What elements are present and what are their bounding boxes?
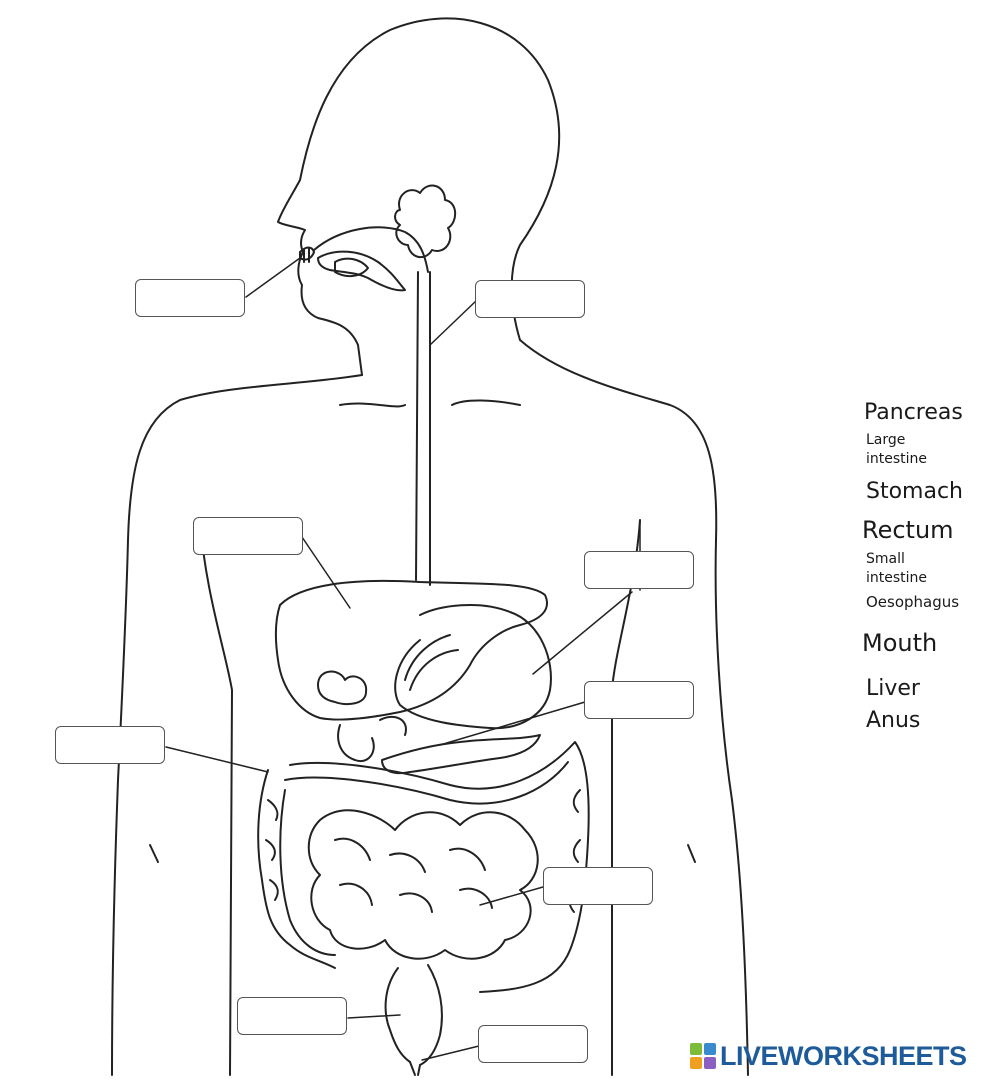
oesophagus	[415, 271, 431, 586]
liveworksheets-icon	[690, 1043, 716, 1069]
leader-lines	[165, 257, 641, 1061]
label-box-rectum[interactable]	[237, 997, 347, 1035]
leader-line-liver	[301, 536, 351, 609]
stomach-curve	[404, 634, 459, 691]
large-intestine-folds	[265, 789, 581, 913]
liveworksheets-logo: LIVEWORKSHEETS	[690, 1040, 967, 1072]
leader-line-anus	[421, 1045, 480, 1061]
liveworksheets-wordmark: LIVEWORKSHEETS	[720, 1040, 967, 1071]
word-oesophagus[interactable]: Oesophagus	[866, 593, 960, 611]
lips-icon	[299, 246, 315, 263]
pancreas	[381, 734, 541, 775]
word-small-intestine[interactable]: Small intestine	[866, 551, 928, 586]
leader-line-small-intestine	[479, 886, 544, 906]
word-liver[interactable]: Liver	[866, 676, 920, 701]
torso-left	[111, 374, 363, 1076]
head-outline	[299, 17, 561, 341]
leader-line-rectum	[347, 1014, 401, 1019]
label-box-pancreas[interactable]	[584, 681, 694, 719]
label-box-small-intestine[interactable]	[543, 867, 653, 905]
leader-line-mouth	[245, 257, 301, 298]
arm-line-right	[611, 519, 641, 1076]
tongue	[317, 250, 406, 292]
arm-line-left	[199, 519, 233, 1076]
tongue-fold	[334, 257, 369, 278]
chest-lines	[339, 399, 521, 408]
leader-line-oesophagus	[429, 299, 478, 346]
face-profile	[277, 179, 363, 376]
small-intestine	[307, 809, 539, 960]
stomach	[394, 603, 552, 730]
gall-bladder	[317, 670, 368, 706]
leader-line-stomach	[532, 591, 633, 675]
label-box-large-intestine[interactable]	[55, 726, 165, 764]
word-rectum[interactable]: Rectum	[862, 516, 954, 544]
word-mouth[interactable]: Mouth	[862, 629, 938, 657]
label-box-oesophagus[interactable]	[475, 280, 585, 318]
small-intestine-loops	[334, 837, 493, 913]
label-box-mouth[interactable]	[135, 279, 245, 317]
torso-right	[519, 339, 749, 1076]
oral-cavity	[313, 226, 429, 273]
leader-line-large-intestine	[165, 746, 269, 773]
label-box-anus[interactable]	[478, 1025, 588, 1063]
large-intestine	[257, 741, 590, 993]
leader-line-pancreas	[439, 701, 586, 746]
anus	[409, 1061, 421, 1076]
word-stomach[interactable]: Stomach	[866, 479, 964, 504]
duodenum	[337, 715, 407, 763]
word-pancreas[interactable]: Pancreas	[864, 400, 963, 425]
hip-marks	[149, 844, 696, 863]
label-box-stomach[interactable]	[584, 551, 694, 589]
salivary-gland	[394, 184, 457, 259]
word-large-intestine[interactable]: Large intestine	[866, 432, 928, 467]
liver	[274, 579, 548, 721]
label-box-liver[interactable]	[193, 517, 303, 555]
word-anus[interactable]: Anus	[866, 708, 921, 733]
